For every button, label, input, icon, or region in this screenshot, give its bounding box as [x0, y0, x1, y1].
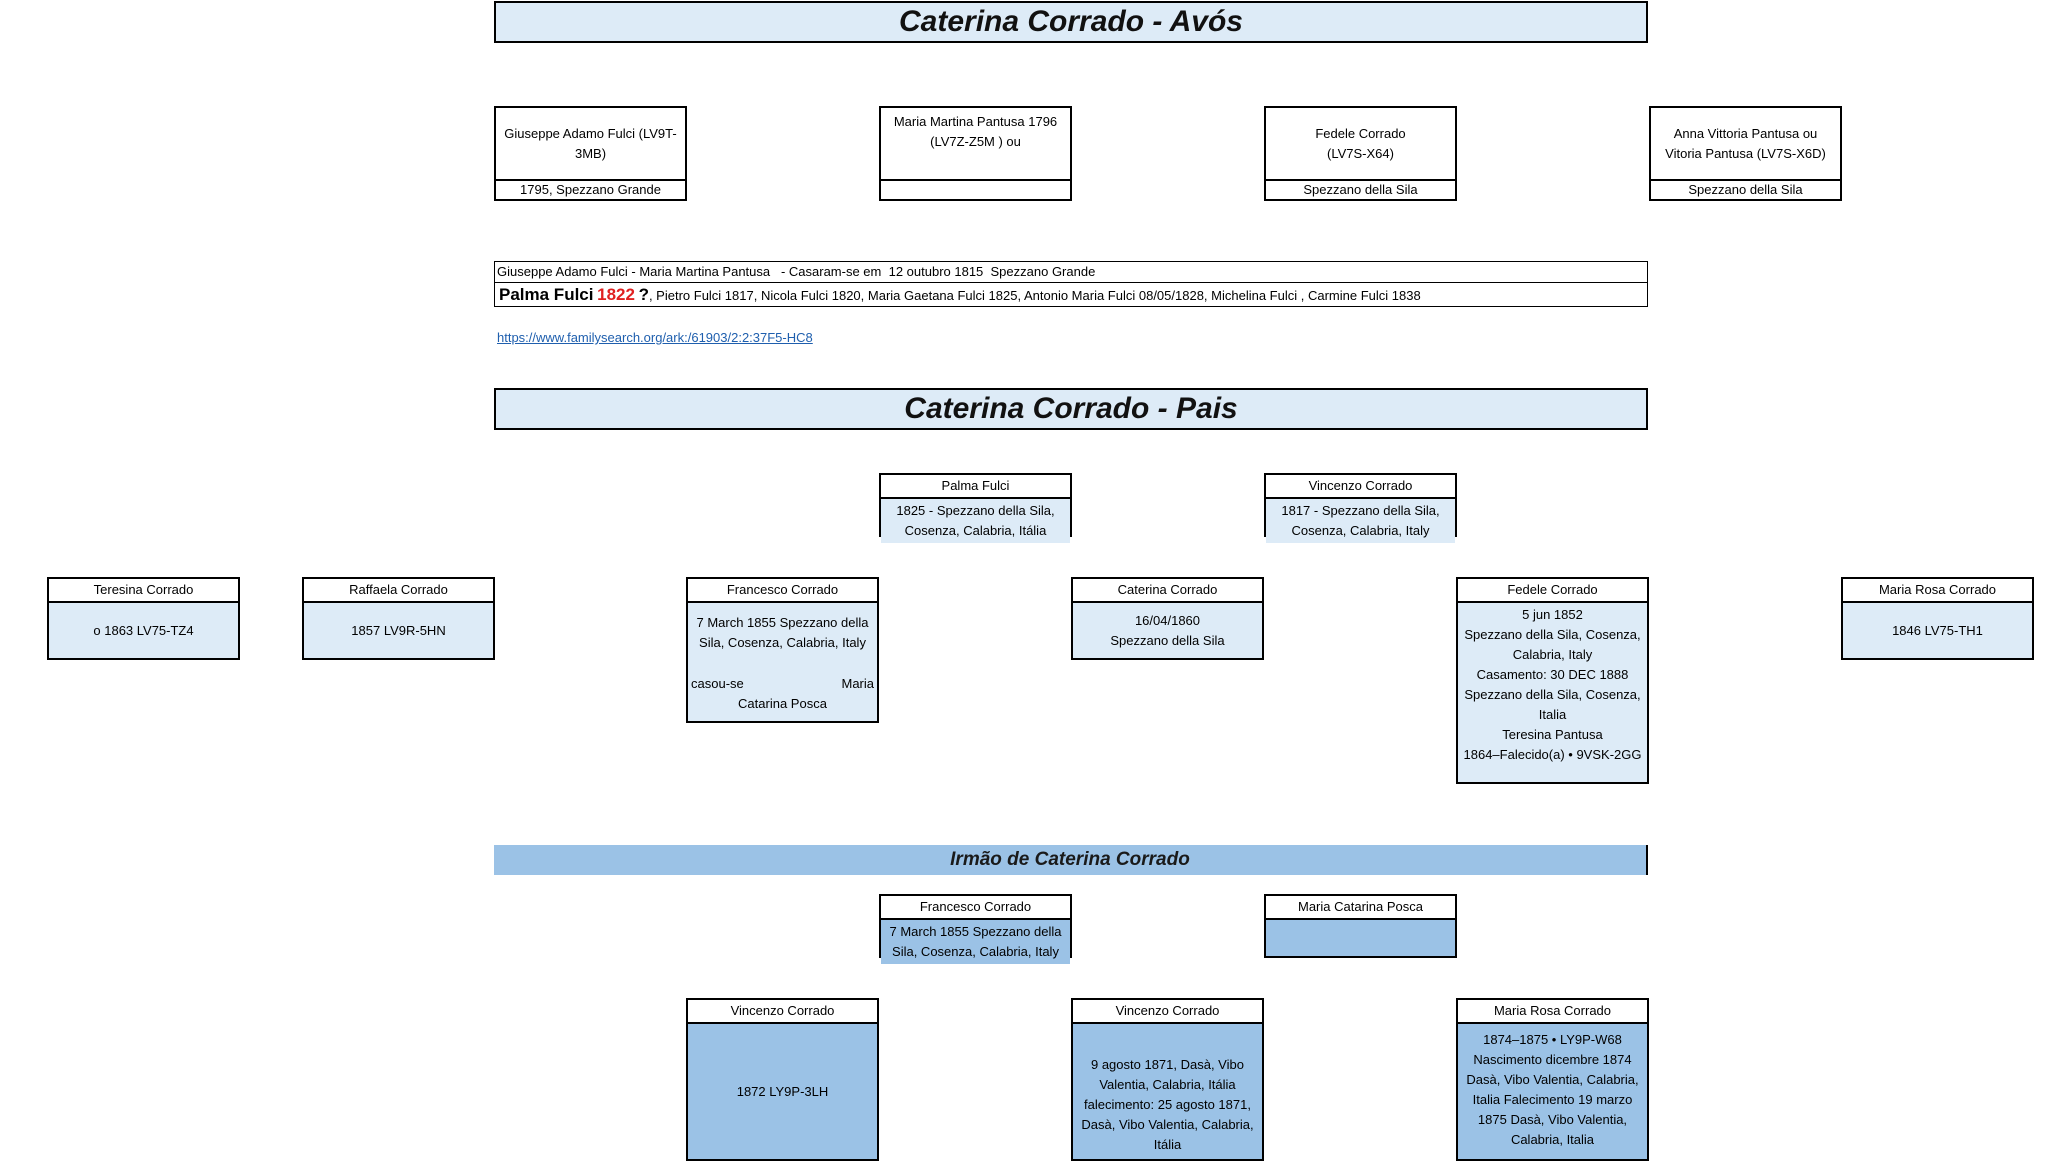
pais-title: Caterina Corrado - Pais [904, 392, 1238, 425]
sibling-name: Maria Rosa Corrado [1843, 579, 2032, 603]
brother-name: Francesco Corrado [881, 896, 1070, 920]
marriage-line: Giuseppe Adamo Fulci - Maria Martina Pan… [495, 262, 1647, 283]
sibling-detail: 1857 LV9R-5HN [304, 603, 493, 658]
sibling-name: Raffaela Corrado [304, 579, 493, 603]
marriage-note: casou-se Maria [691, 674, 874, 694]
niece-detail: 1874–1875 • LY9P-W68 Nascimento dicembre… [1458, 1024, 1647, 1159]
sibling-detail: 16/04/1860 Spezzano della Sila [1073, 603, 1262, 658]
nephew-card[interactable]: Vincenzo Corrado 1872 LY9P-3LH [686, 998, 879, 1161]
spouse-name: Catarina Posca [738, 696, 827, 711]
nephew-name: Vincenzo Corrado [688, 1000, 877, 1024]
sibling-card[interactable]: Maria Rosa Corrado 1846 LV75-TH1 [1841, 577, 2034, 660]
nephew-card[interactable]: Vincenzo Corrado 9 agosto 1871, Dasà, Vi… [1071, 998, 1264, 1161]
avos-banner: Caterina Corrado - Avós [494, 1, 1648, 43]
parent-card[interactable]: Vincenzo Corrado 1817 - Spezzano della S… [1264, 473, 1457, 543]
spouse-card-detail [1266, 920, 1455, 956]
grandparent-name: Giuseppe Adamo Fulci (LV9T-3MB) [496, 108, 685, 181]
nephew-name: Vincenzo Corrado [1073, 1000, 1262, 1024]
sibling-name: Caterina Corrado [1073, 579, 1262, 603]
sibling-name: Teresina Corrado [49, 579, 238, 603]
familysearch-link[interactable]: https://www.familysearch.org/ark:/61903/… [497, 330, 813, 345]
sibling-card-caterina[interactable]: Caterina Corrado 16/04/1860 Spezzano del… [1071, 577, 1264, 660]
grandparent-name: Maria Martina Pantusa 1796 (LV7Z-Z5M ) o… [881, 108, 1070, 181]
niece-name: Maria Rosa Corrado [1458, 1000, 1647, 1024]
spouse-card-name: Maria Catarina Posca [1266, 896, 1455, 920]
parent-detail: 1817 - Spezzano della Sila, Cosenza, Cal… [1266, 499, 1455, 543]
sibling-name: Fedele Corrado [1458, 579, 1647, 603]
parent-name: Palma Fulci [881, 475, 1070, 499]
sibling-name: Francesco Corrado [688, 579, 877, 603]
sibling-detail: o 1863 LV75-TZ4 [49, 603, 238, 658]
children-line: Palma Fulci 1822 ?, Pietro Fulci 1817, N… [495, 283, 1647, 308]
sibling-card[interactable]: Fedele Corrado 5 jun 1852 Spezzano della… [1456, 577, 1649, 784]
grandparent-card[interactable]: Maria Martina Pantusa 1796 (LV7Z-Z5M ) o… [879, 106, 1072, 201]
grandparent-name: Fedele Corrado (LV7S-X64) [1266, 108, 1455, 181]
niece-card[interactable]: Maria Rosa Corrado 1874–1875 • LY9P-W68 … [1456, 998, 1649, 1161]
nephew-detail: 1872 LY9P-3LH [688, 1024, 877, 1159]
parent-card[interactable]: Palma Fulci 1825 - Spezzano della Sila, … [879, 473, 1072, 543]
grandparent-detail [881, 181, 1070, 199]
pais-banner: Caterina Corrado - Pais [494, 388, 1648, 430]
child-lead-name: Palma Fulci [499, 285, 594, 304]
spouse-card[interactable]: Maria Catarina Posca [1264, 894, 1457, 958]
sibling-detail: 1846 LV75-TH1 [1843, 603, 2032, 658]
grandparent-detail: Spezzano della Sila [1303, 182, 1418, 197]
marriage-table: Giuseppe Adamo Fulci - Maria Martina Pan… [494, 261, 1648, 307]
sibling-card[interactable]: Francesco Corrado 7 March 1855 Spezzano … [686, 577, 879, 723]
sibling-detail: 5 jun 1852 Spezzano della Sila, Cosenza,… [1458, 603, 1647, 782]
sibling-card[interactable]: Raffaela Corrado 1857 LV9R-5HN [302, 577, 495, 660]
parent-detail: 1825 - Spezzano della Sila, Cosenza, Cal… [881, 499, 1070, 543]
irmao-banner: Irmão de Caterina Corrado [494, 845, 1648, 875]
brother-card[interactable]: Francesco Corrado 7 March 1855 Spezzano … [879, 894, 1072, 964]
parent-name: Vincenzo Corrado [1266, 475, 1455, 499]
grandparent-card[interactable]: Fedele Corrado (LV7S-X64) Spezzano della… [1264, 106, 1457, 201]
sibling-detail-block: 7 March 1855 Spezzano della Sila, Cosenz… [688, 603, 877, 721]
grandparent-card[interactable]: Anna Vittoria Pantusa ou Vitoria Pantusa… [1649, 106, 1842, 201]
children-list: , Pietro Fulci 1817, Nicola Fulci 1820, … [648, 288, 1421, 303]
nephew-detail: 9 agosto 1871, Dasà, Vibo Valentia, Cala… [1073, 1024, 1262, 1159]
marriage-note-left: casou-se [691, 676, 744, 691]
irmao-title: Irmão de Caterina Corrado [950, 849, 1190, 870]
sibling-detail: 7 March 1855 Spezzano della Sila, Cosenz… [696, 615, 869, 650]
grandparent-detail: Spezzano della Sila [1688, 182, 1803, 197]
child-lead-mark: ? [638, 285, 649, 304]
avos-title: Caterina Corrado - Avós [899, 5, 1243, 38]
grandparent-card[interactable]: Giuseppe Adamo Fulci (LV9T-3MB) 1795, Sp… [494, 106, 687, 201]
brother-detail: 7 March 1855 Spezzano della Sila, Cosenz… [881, 920, 1070, 964]
grandparent-detail: 1795, Spezzano Grande [520, 182, 661, 197]
sibling-card[interactable]: Teresina Corrado o 1863 LV75-TZ4 [47, 577, 240, 660]
marriage-note-right: Maria [841, 676, 874, 691]
grandparent-name: Anna Vittoria Pantusa ou Vitoria Pantusa… [1651, 108, 1840, 181]
child-lead-year: 1822 [597, 285, 635, 304]
